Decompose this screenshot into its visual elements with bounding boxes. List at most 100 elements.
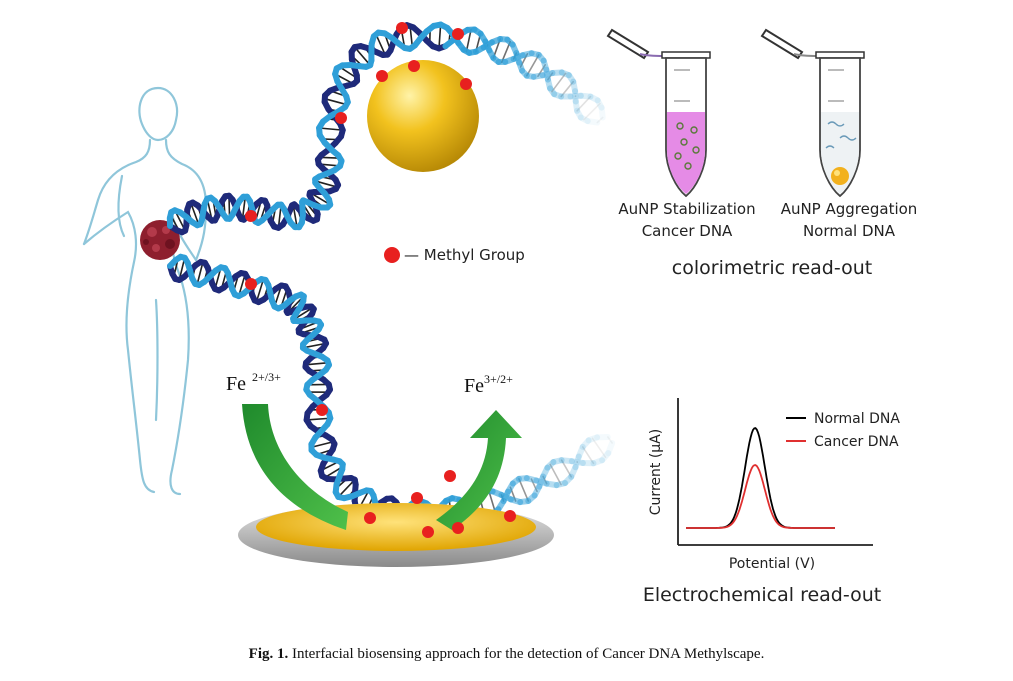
base-pair <box>323 97 348 106</box>
methyl-legend-label: — Methyl Group <box>404 246 525 264</box>
electrochemical-title: Electrochemical read-out <box>643 584 881 606</box>
base-pair <box>549 463 562 486</box>
helix-strand-dark <box>572 453 582 471</box>
base-pair <box>374 33 387 57</box>
y-axis-label: Current (μA) <box>648 429 664 515</box>
base-pair <box>189 201 200 227</box>
caption-text: Interfacial biosensing approach for the … <box>288 646 765 662</box>
helix-strand-dark <box>535 51 547 64</box>
methyl-dot <box>364 512 376 524</box>
methyl-dot <box>452 28 464 40</box>
helix-strand-dark <box>543 66 551 83</box>
helix-strand-dark <box>587 93 601 104</box>
methyl-dot <box>245 210 257 222</box>
base-pair <box>487 489 497 513</box>
tube-right-label-1: AuNP Aggregation <box>781 200 918 218</box>
helix-strand-dark <box>594 97 605 111</box>
helix-strand-light <box>568 458 586 467</box>
helix-strand-light <box>530 72 546 80</box>
base-pair <box>551 72 567 93</box>
methyl-groups <box>245 22 516 538</box>
series-line-normal-dna <box>686 427 835 529</box>
tube-cancer-dna <box>606 28 711 198</box>
base-pair <box>196 260 204 286</box>
methyl-legend-dot <box>384 247 400 263</box>
helix-strand-light <box>590 457 606 467</box>
base-pair <box>518 478 530 502</box>
base-pair <box>537 64 546 78</box>
x-axis-label: Potential (V) <box>729 556 815 572</box>
helix-strand-dark <box>533 477 550 487</box>
methyl-dot <box>444 470 456 482</box>
tube-normal-dna <box>760 28 865 198</box>
figure-caption: Fig. 1. Interfacial biosensing approach … <box>0 646 1013 663</box>
helix-strand-light <box>605 439 616 457</box>
methyl-dot <box>422 526 434 538</box>
base-pair <box>607 436 613 444</box>
base-pair <box>255 278 265 303</box>
methyl-dot <box>411 492 423 504</box>
helix-strand-light <box>539 70 556 79</box>
helix-strand-dark <box>544 76 554 92</box>
base-pair <box>353 46 371 67</box>
helix-strand-dark <box>567 92 584 100</box>
colorimetric-title: colorimetric read-out <box>672 257 872 279</box>
helix-strand-light <box>540 464 551 480</box>
methyl-dot <box>396 22 408 34</box>
tube-right-label-2: Normal DNA <box>803 222 896 240</box>
methyl-dot <box>460 78 472 90</box>
helix-strand-dark <box>585 434 601 444</box>
voltammogram: Current (μA) Potential (V) Normal DNA Ca… <box>648 398 900 572</box>
tumor-cell <box>140 220 180 260</box>
helix-strand-dark <box>575 443 586 460</box>
base-pair <box>438 23 442 50</box>
helix-strand-light <box>550 457 565 466</box>
helix-strand-dark <box>568 464 579 480</box>
base-pair <box>526 54 540 77</box>
helix-strand-light <box>572 88 579 105</box>
base-pair <box>542 475 548 485</box>
helix-strand-dark <box>579 437 592 450</box>
base-pair <box>591 437 607 458</box>
base-pair <box>465 28 472 53</box>
base-pair <box>530 478 538 493</box>
helix-strand-light <box>570 78 579 95</box>
helix-strand-dark <box>598 104 606 121</box>
helix-strand-dark <box>515 475 530 482</box>
helix-strand-dark <box>543 480 560 489</box>
redox-arrow-right <box>436 410 522 530</box>
helix-strand-dark <box>528 50 542 58</box>
methyl-dot <box>245 278 257 290</box>
base-pair <box>560 459 572 478</box>
helix-strand-light <box>536 473 547 490</box>
base-pair <box>560 80 575 98</box>
methyl-dot <box>452 522 464 534</box>
helix-strand-dark <box>551 91 565 100</box>
methyl-legend: — Methyl Group <box>384 246 525 264</box>
methyl-dot <box>504 510 516 522</box>
series-line-cancer-dna <box>686 464 835 529</box>
helix-strand-light <box>525 492 538 504</box>
base-pair <box>304 361 330 366</box>
helix-strand-light <box>519 67 530 79</box>
base-pair <box>596 116 604 124</box>
helix-strand-light <box>599 450 612 464</box>
helix-strand-light <box>572 98 581 114</box>
helix-strand-dark <box>562 473 575 487</box>
gold-nanoparticle <box>367 60 479 172</box>
caption-label: Fig. 1. <box>248 646 289 662</box>
helix-strand-light <box>584 118 601 126</box>
helix-strand-dark <box>509 475 522 487</box>
base-pair <box>547 72 554 81</box>
helix-strand-light <box>565 72 577 85</box>
fe-right-label: Fe3+/2+ <box>464 372 513 397</box>
base-pair <box>581 446 595 465</box>
helix-strand-dark <box>523 475 540 484</box>
methyl-dot <box>408 60 420 72</box>
redox-arrow-left <box>242 404 348 530</box>
helix-strand-light <box>544 459 557 471</box>
legend-label-cancer: Cancer DNA <box>814 434 899 450</box>
tube-left-label-2: Cancer DNA <box>642 222 733 240</box>
